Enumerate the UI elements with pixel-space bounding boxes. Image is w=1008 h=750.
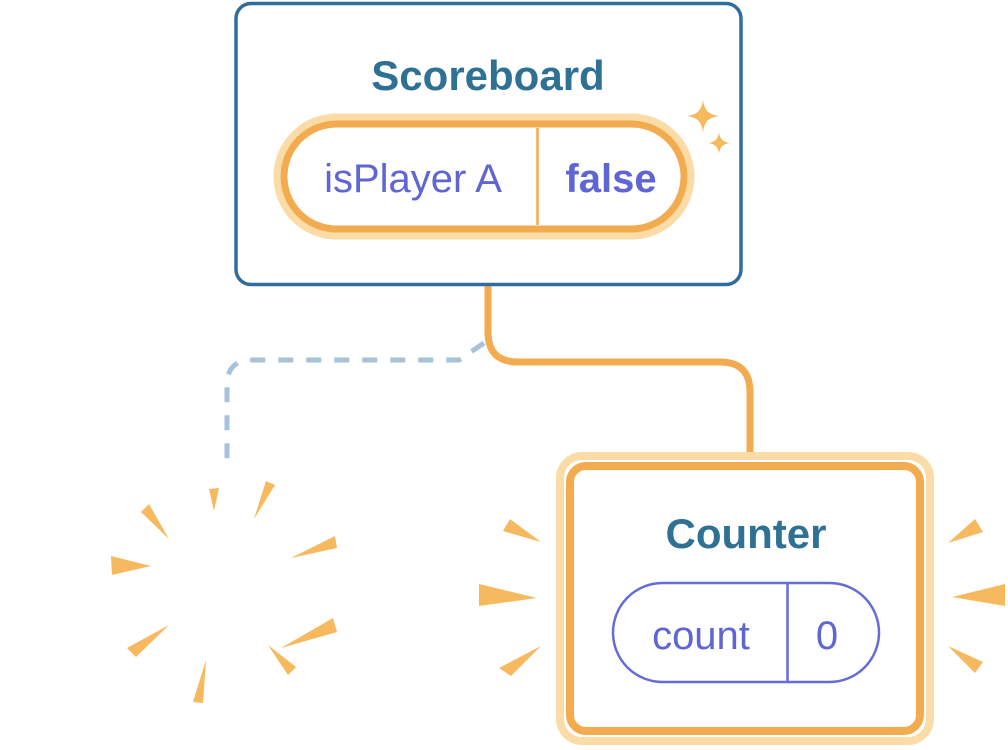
emphasis-wedge-right-top [948, 519, 983, 543]
orange-mount-connector [484, 285, 754, 458]
poof-burst-icon [111, 481, 337, 703]
poof-wedge [281, 618, 337, 648]
counter-state-pill: count 0 [611, 581, 881, 684]
emphasis-wedge-left-top [503, 519, 541, 542]
sparkle-large [687, 100, 719, 132]
poof-card [80, 457, 366, 727]
state-pill-inner-ring [280, 120, 688, 233]
poof-wedge [268, 645, 296, 675]
scoreboard-card: Scoreboard isPlayer A false [234, 1, 743, 287]
state-pill-outer-ring [273, 113, 695, 240]
poof-wedge [111, 556, 151, 575]
poof-wedge [127, 625, 169, 657]
emphasis-burst-icon [479, 519, 1005, 676]
emphasis-wedge-left-bottom [499, 646, 541, 676]
emphasis-wedge-left-mid [479, 584, 537, 606]
poof-wedge [193, 660, 206, 703]
poof-wedge [254, 481, 275, 519]
dashed-unmount-connector [224, 340, 486, 462]
counter-card-inner-ring [566, 462, 924, 735]
scoreboard-title: Scoreboard [371, 52, 604, 99]
sparkle-icon [687, 100, 730, 154]
poof-wedge [209, 488, 219, 511]
sparkle-small [708, 132, 730, 154]
poof-wedge [291, 536, 337, 558]
counter-state-key: count [652, 614, 750, 658]
poof-wedge [141, 504, 169, 539]
scoreboard-state-pill: isPlayer A false [273, 113, 695, 240]
scoreboard-state-value: false [565, 157, 656, 201]
counter-pill-outline [611, 581, 881, 684]
poof-card-frame [80, 457, 366, 727]
counter-title: Counter [666, 510, 827, 557]
emphasis-wedge-right-bottom [948, 646, 983, 673]
counter-state-value: 0 [816, 614, 838, 658]
scoreboard-state-key: isPlayer A [324, 157, 502, 201]
counter-card: Counter count 0 [556, 452, 934, 745]
emphasis-wedge-right-mid [952, 584, 1005, 606]
